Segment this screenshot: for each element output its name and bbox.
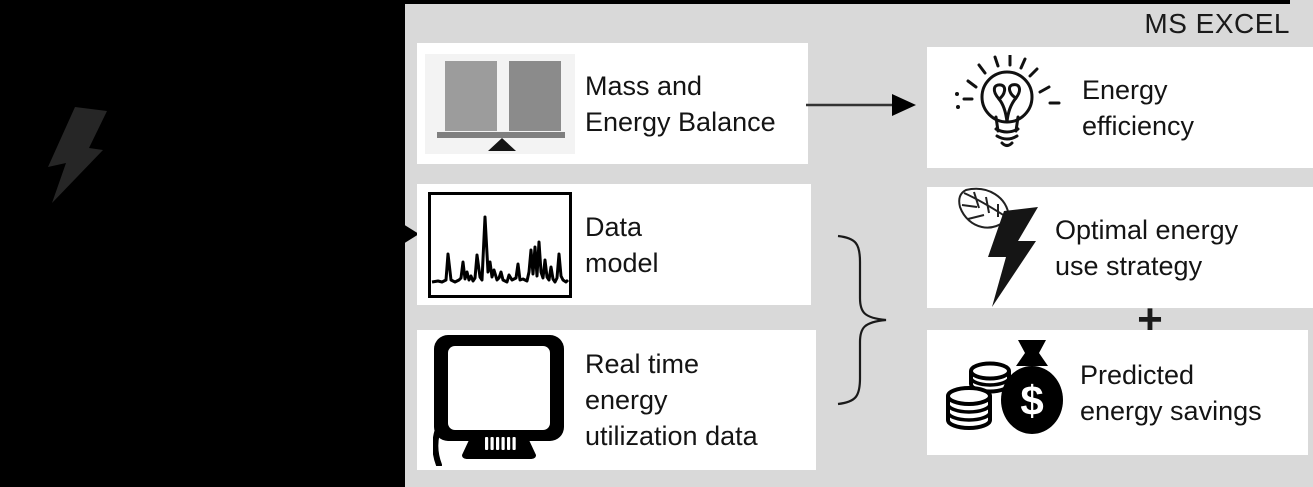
label-line: Mass and [585,70,703,101]
balance-beam [437,131,565,138]
label-line: Data [585,211,643,242]
label-line: model [585,247,659,278]
label-line: Energy Balance [585,106,776,137]
card-predicted-savings: $ Predicted energy savings [927,330,1308,455]
card-label: Predicted energy savings [1080,357,1262,429]
balance-right-weight [509,60,561,131]
lightbulb-leaf-icon [955,55,1061,147]
label-line: Real time [585,349,700,379]
label-line: Optimal energy [1055,214,1239,245]
label-line: Energy [1082,74,1168,105]
money-bag-coins-icon: $ [946,339,1063,434]
panel-top-border [405,0,1290,4]
label-line: energy [585,385,668,415]
label-line: energy savings [1080,395,1262,426]
card-label: Mass and Energy Balance [585,68,776,140]
arrow-right-icon [806,94,916,116]
card-optimal-energy-use: Optimal energy use strategy [927,187,1313,308]
card-label: Energy efficiency [1082,72,1194,144]
balance-fulcrum [488,137,516,151]
card-label: Optimal energy use strategy [1055,212,1238,284]
label-line: efficiency [1082,110,1195,141]
curly-brace-icon [837,234,887,406]
panel-title: MS EXCEL [1144,8,1290,39]
input-arrowhead-icon [403,224,419,244]
card-label: Real time energy utilization data [585,346,758,454]
crt-monitor-icon [433,335,564,466]
dollar-sign: $ [1020,377,1043,424]
balance-left-weight [445,60,497,131]
label-line: use strategy [1055,250,1203,281]
lightning-bolt-icon [48,107,107,203]
card-real-time-data: Real time energy utilization data [417,330,816,470]
card-energy-efficiency: Energy efficiency [927,47,1313,168]
card-mass-energy-balance: Mass and Energy Balance [417,43,808,164]
balance-scale-icon [425,53,575,154]
label-line: Predicted [1080,359,1195,390]
card-label: Data model [585,209,659,281]
signal-chart-icon [428,191,572,298]
leaf-lightning-icon [958,187,1038,307]
card-data-model: Data model [417,184,811,305]
label-line: utilization data [585,421,758,451]
